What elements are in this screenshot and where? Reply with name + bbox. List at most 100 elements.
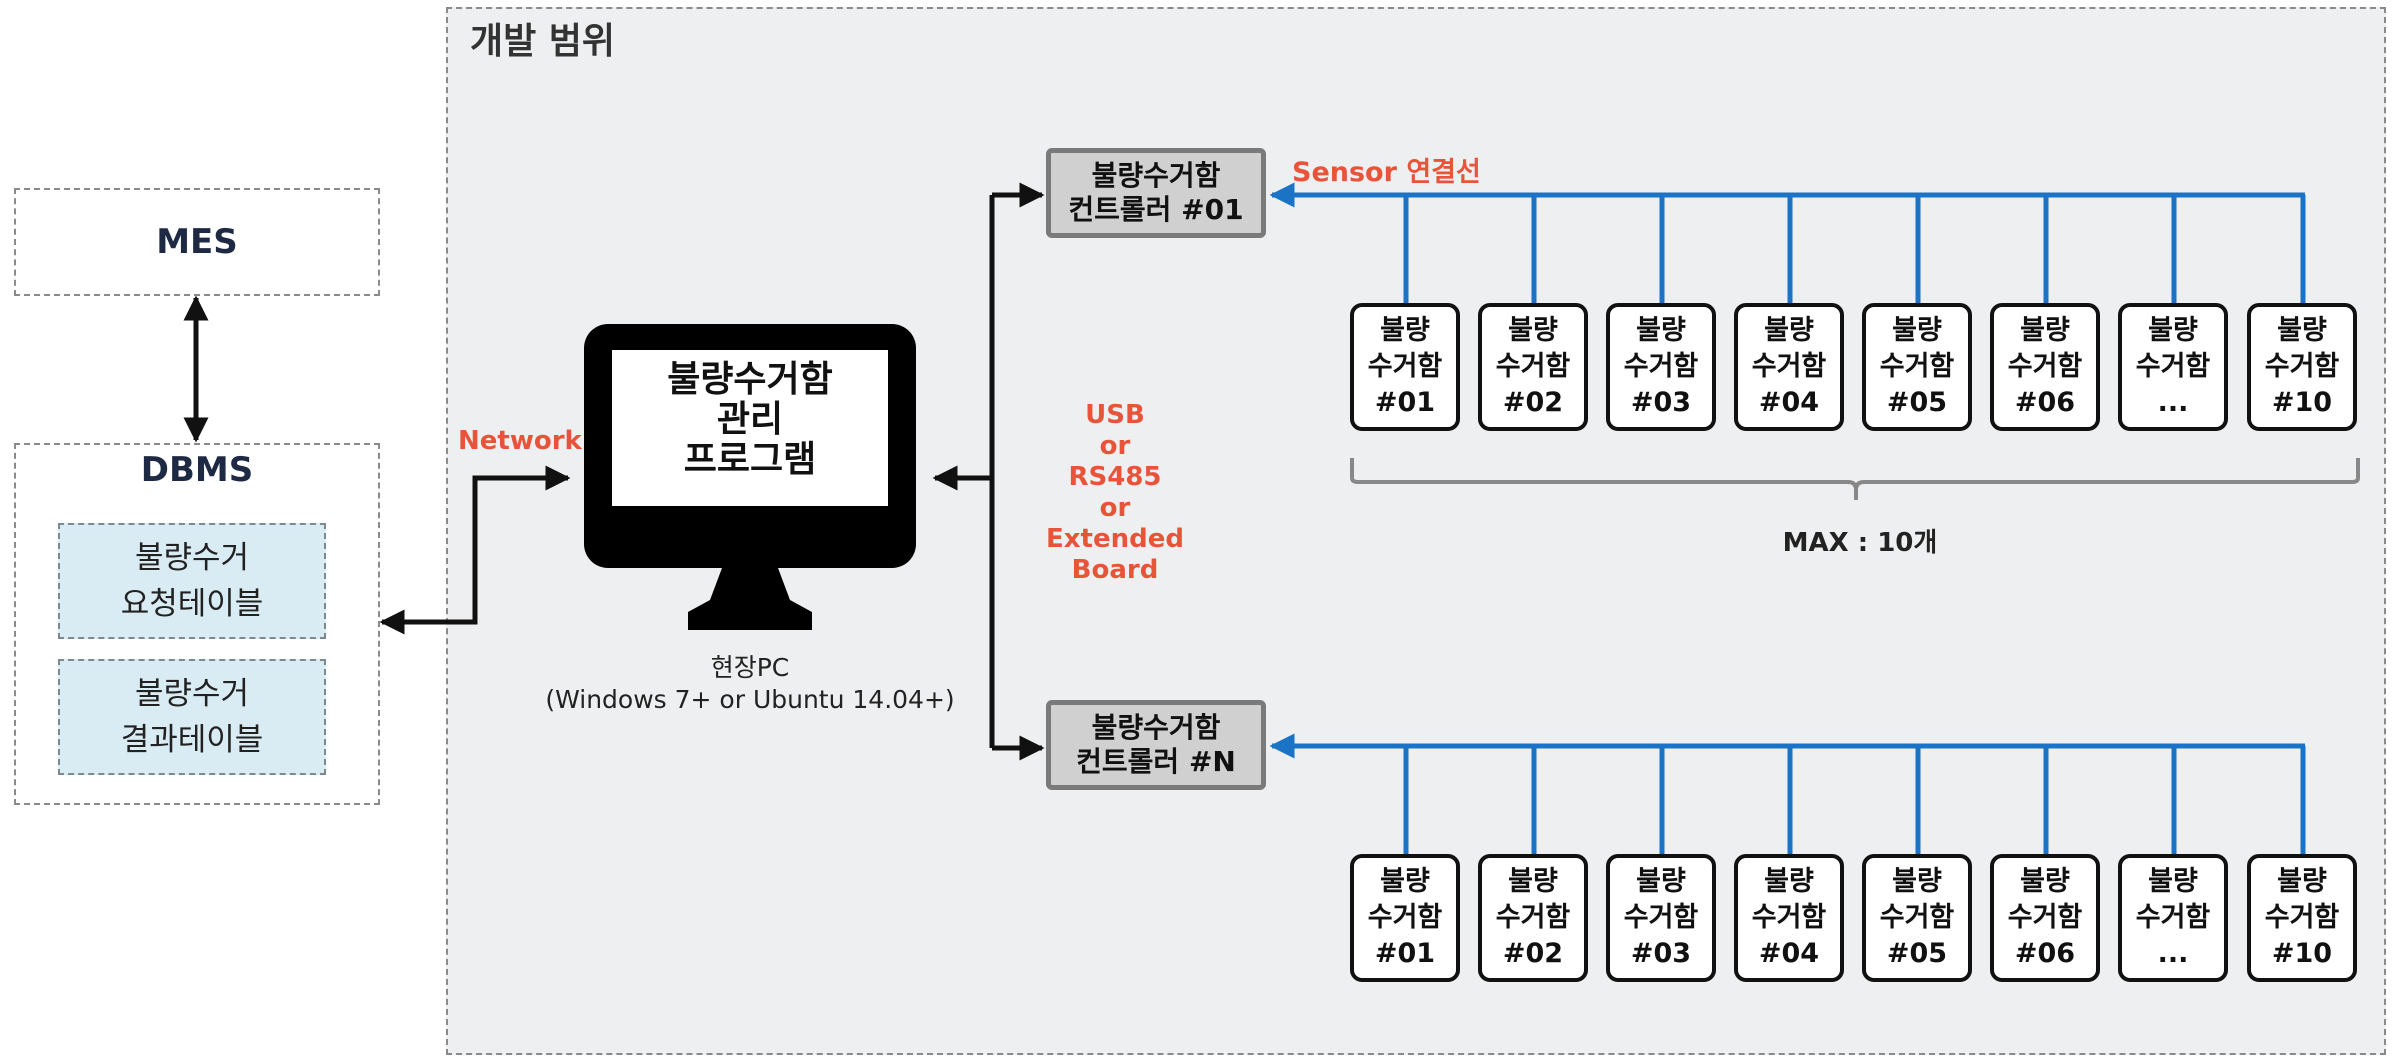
bin-label-l2: 수거함 xyxy=(2135,351,2211,382)
screen-line: 프로그램 xyxy=(683,439,817,480)
bin-label-l2: 수거함 xyxy=(1751,351,1827,382)
interface-label-line: USB xyxy=(1085,400,1145,430)
bin-label-l2: 수거함 xyxy=(1495,351,1571,382)
bin-label-l1: 불량 xyxy=(2277,866,2327,897)
bin-label-l1: 불량 xyxy=(1764,315,1814,346)
screen-line: 불량수거함 xyxy=(667,359,833,400)
scope-title: 개발 범위 xyxy=(470,21,616,62)
monitor-icon xyxy=(584,324,916,630)
bin-label-l3: #06 xyxy=(2014,387,2076,418)
sensor-drops-1 xyxy=(1403,195,2306,303)
network-link xyxy=(379,465,571,635)
controller-01: 불량수거함 컨트롤러 #01 xyxy=(1046,148,1266,238)
bin-label-l3: #01 xyxy=(1374,387,1436,418)
bin-label-l1: 불량 xyxy=(2020,315,2070,346)
sensor-line-label: Sensor 연결선 xyxy=(1292,157,1481,188)
bin-label-l2: 수거함 xyxy=(2007,351,2083,382)
bin-label-l3: #05 xyxy=(1886,387,1948,418)
bin-label-l3: #06 xyxy=(2014,938,2076,969)
mes-label: MES xyxy=(156,222,238,262)
pc-caption-line1: 현장PC xyxy=(710,653,790,682)
bin-label-l3: #10 xyxy=(2271,938,2333,969)
bin-label-l3: #10 xyxy=(2271,387,2333,418)
bin-label-l3: #01 xyxy=(1374,938,1436,969)
bin-label-l1: 불량 xyxy=(2148,315,2198,346)
bin-label-l1: 불량 xyxy=(1636,315,1686,346)
bin-label-l1: 불량 xyxy=(1892,315,1942,346)
bin-label-l2: 수거함 xyxy=(1879,351,1955,382)
bin-label-l1: 불량 xyxy=(2148,866,2198,897)
bin-label-l1: 불량 xyxy=(1764,866,1814,897)
pc-caption-line2: (Windows 7+ or Ubuntu 14.04+) xyxy=(545,685,955,714)
bin-label-l2: 수거함 xyxy=(2264,902,2340,933)
bin-label-l2: 수거함 xyxy=(1623,351,1699,382)
bin-label-l2: 수거함 xyxy=(1367,902,1443,933)
controller-label-line2: 컨트롤러 #01 xyxy=(1068,193,1244,226)
max-label: MAX : 10개 xyxy=(1782,528,1938,558)
table-label-line2: 요청테이블 xyxy=(120,586,264,622)
bin-label-l1: 불량 xyxy=(2020,866,2070,897)
interface-label-line: Extended Board xyxy=(1046,524,1184,585)
interface-label: USB or RS485 or Extended Board xyxy=(1010,400,1220,586)
mes-box: MES xyxy=(14,188,380,296)
bin-label-l2: 수거함 xyxy=(2264,351,2340,382)
bin-label-l3: #03 xyxy=(1630,938,1692,969)
bin-label-l2: 수거함 xyxy=(2007,902,2083,933)
table-label-line1: 불량수거 xyxy=(134,540,250,576)
interface-label-line: or xyxy=(1099,431,1131,461)
bin-label-l3: #02 xyxy=(1502,387,1564,418)
screen-line: 관리 xyxy=(716,399,784,440)
bin-label-l1: 불량 xyxy=(1892,866,1942,897)
bin-label-l3: ... xyxy=(2157,938,2189,969)
request-table: 불량수거 요청테이블 xyxy=(58,523,326,639)
network-label: Network xyxy=(458,426,582,456)
bin-label-l2: 수거함 xyxy=(1623,902,1699,933)
bin-label-l3: #04 xyxy=(1758,387,1820,418)
table-label-line1: 불량수거 xyxy=(134,676,250,712)
bin-label-l3: #04 xyxy=(1758,938,1820,969)
sensor-drops-n xyxy=(1403,746,2306,854)
pc-caption: 현장PC (Windows 7+ or Ubuntu 14.04+) xyxy=(520,652,980,716)
bin-label-l2: 수거함 xyxy=(1367,351,1443,382)
bin-label-l1: 불량 xyxy=(1380,866,1430,897)
bin-label-l3: ... xyxy=(2157,387,2189,418)
result-table: 불량수거 결과테이블 xyxy=(58,659,326,775)
bin-label-l2: 수거함 xyxy=(1495,902,1571,933)
bin-label-l1: 불량 xyxy=(1636,866,1686,897)
bin-label-l1: 불량 xyxy=(1380,315,1430,346)
bin-label-l3: #02 xyxy=(1502,938,1564,969)
bin-label-l1: 불량 xyxy=(1508,315,1558,346)
dbms-title: DBMS xyxy=(140,450,254,490)
controller-label-line1: 불량수거함 xyxy=(1091,159,1221,192)
bin-label-l1: 불량 xyxy=(2277,315,2327,346)
bin-label-l1: 불량 xyxy=(1508,866,1558,897)
bin-label-l3: #03 xyxy=(1630,387,1692,418)
interface-label-line: or xyxy=(1099,493,1131,523)
controller-label-line2: 컨트롤러 #N xyxy=(1076,745,1236,778)
pc-screen-text: 불량수거함 관리 프로그램 xyxy=(612,360,888,480)
max-brace xyxy=(1350,458,2360,500)
bin-label-l2: 수거함 xyxy=(1879,902,1955,933)
controller-label-line1: 불량수거함 xyxy=(1091,711,1221,744)
bin-label-l2: 수거함 xyxy=(2135,902,2211,933)
controller-n: 불량수거함 컨트롤러 #N xyxy=(1046,700,1266,790)
bin-label-l2: 수거함 xyxy=(1751,902,1827,933)
bin-label-l3: #05 xyxy=(1886,938,1948,969)
interface-label-line: RS485 xyxy=(1068,462,1162,492)
